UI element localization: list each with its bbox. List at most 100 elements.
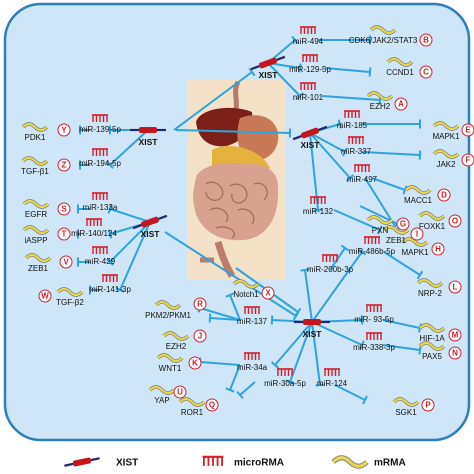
microrna-label: miR-34a: [236, 363, 268, 372]
gene-label: EGFR: [24, 210, 48, 219]
inhibition-edge: [382, 344, 422, 355]
mrna-wave-icon: [404, 185, 432, 195]
mrna-wave-icon: [369, 25, 397, 35]
mrna-wave-icon: [21, 156, 49, 166]
microrna-hairpin-icon: [324, 368, 340, 376]
connector-lines: [77, 35, 424, 405]
mrna-wave-icon: [154, 300, 182, 310]
microrna-hairpin-icon: [92, 192, 108, 200]
microrna-hairpin-icon: [322, 254, 338, 262]
inhibition-edge: [106, 129, 149, 169]
inhibition-edge: [77, 204, 90, 214]
mrna-wave-icon: [232, 279, 260, 289]
microrna-hairpin-icon: [300, 26, 316, 34]
inhibition-edge: [79, 160, 90, 170]
inhibition-edge: [208, 313, 241, 323]
reference-badge: I: [410, 227, 424, 241]
reference-badge: T: [57, 227, 71, 241]
microrna-hairpin-icon: [310, 196, 326, 204]
gene-label: MACC1: [403, 196, 433, 205]
reference-badge: C: [419, 65, 433, 79]
reference-badge: Z: [57, 158, 71, 172]
reference-badge: J: [193, 329, 207, 343]
microrna-hairpin-icon: [92, 114, 108, 122]
mrna-wave-icon: [366, 215, 394, 225]
gene-label: iASPP: [24, 236, 48, 245]
microrna-label: miR-139-5p: [79, 125, 121, 134]
microrna-hairpin-icon: [344, 110, 360, 118]
inhibition-edge: [383, 251, 424, 280]
reference-badge: D: [437, 188, 451, 202]
inhibition-edge: [334, 384, 368, 405]
reference-badge: A: [394, 97, 408, 111]
inhibition-edge: [300, 268, 313, 323]
reference-badge: G: [396, 217, 410, 231]
glyph-layer: [21, 25, 460, 469]
microrna-hairpin-icon: [354, 164, 370, 172]
inhibition-edge: [333, 209, 383, 235]
microrna-label: miR-194-5p: [79, 159, 121, 168]
microrna-label: miR-101: [292, 93, 324, 102]
gene-label: ROR1: [180, 408, 204, 417]
microrna-label: miR-133a: [82, 203, 118, 212]
microrna-hairpin-icon: [92, 246, 108, 254]
gene-label: TGF-β1: [21, 167, 49, 176]
gene-label: MAPK1: [432, 132, 460, 141]
inhibition-edge: [371, 177, 408, 195]
mrna-wave-icon: [22, 199, 50, 209]
microrna-label: miR- 93-5p: [354, 315, 394, 324]
mrna-wave-icon: [156, 353, 184, 363]
inhibition-edge: [267, 62, 304, 100]
inhibition-edge: [285, 321, 313, 385]
microrna-hairpin-icon: [244, 306, 260, 314]
inhibition-edge: [175, 128, 292, 138]
xist-rna-icon: [132, 214, 168, 230]
gene-label: Notch1: [233, 290, 259, 299]
reference-badge: B: [419, 33, 433, 47]
gene-label: EZH2: [369, 102, 391, 111]
microrna-hairpin-icon: [244, 352, 260, 360]
microrna-label: miR-30a-5p: [264, 379, 306, 388]
inhibition-edge: [324, 67, 372, 77]
mrna-wave-icon: [366, 91, 394, 101]
mrna-wave-icon: [432, 121, 460, 131]
reference-badge: M: [448, 328, 462, 342]
inhibition-edge: [311, 321, 365, 350]
mrna-wave-icon: [56, 287, 84, 297]
reference-badge: X: [261, 286, 275, 300]
microrna-hairpin-icon: [277, 368, 293, 376]
reference-badge: N: [448, 346, 462, 360]
reference-badge: Y: [57, 123, 71, 137]
mrna-wave-icon: [331, 455, 369, 469]
mrna-wave-icon: [382, 225, 410, 235]
mrna-wave-icon: [22, 225, 50, 235]
inhibition-edge: [225, 292, 241, 321]
reference-badge: L: [448, 280, 462, 294]
microrna-hairpin-icon: [366, 332, 382, 340]
microrna-label: miR-185: [336, 121, 368, 130]
xist-rna-icon: [292, 125, 328, 141]
gene-label: PXN: [371, 226, 389, 235]
microrna-hairpin-icon: [102, 274, 118, 282]
reference-badge: F: [461, 153, 474, 167]
mrna-wave-icon: [386, 57, 414, 67]
xist-rna-icon: [64, 457, 100, 467]
inhibition-edge: [309, 132, 355, 182]
microrna-label: miR-132: [302, 207, 334, 216]
gene-label: WNT1: [158, 364, 182, 373]
inhibition-edge: [270, 321, 313, 369]
gene-label: YAP: [154, 396, 170, 405]
inhibition-edge: [79, 125, 90, 135]
inhibition-edge: [362, 119, 421, 129]
xist-hub-label: XIST: [138, 137, 158, 147]
legend: [64, 455, 369, 469]
mrna-wave-icon: [418, 341, 446, 351]
legend-xist-label: XIST: [116, 457, 139, 469]
gene-label: PDK1: [24, 133, 46, 142]
inhibition-edge: [236, 381, 256, 400]
reference-badge: K: [188, 356, 202, 370]
mrna-wave-icon: [432, 149, 460, 159]
mrna-wave-icon: [418, 323, 446, 333]
microrna-hairpin-icon: [364, 236, 380, 244]
